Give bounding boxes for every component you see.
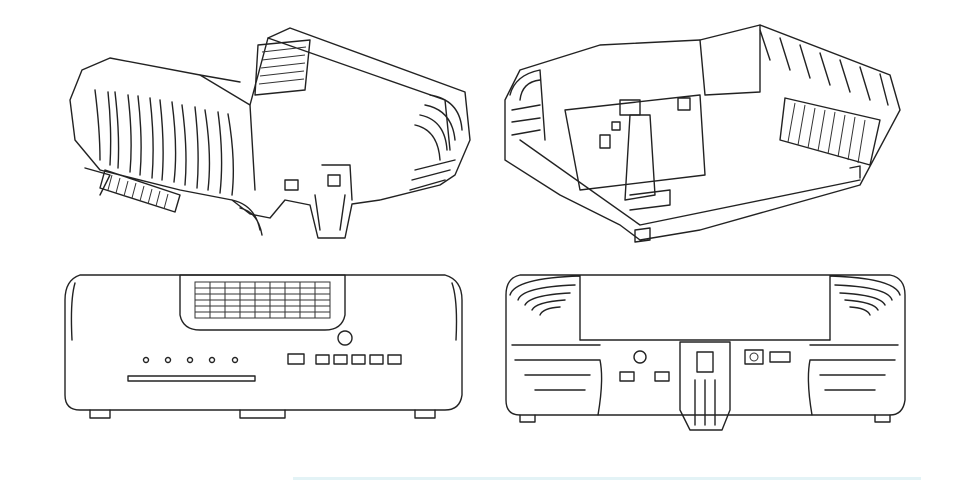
right-fins bbox=[759, 29, 889, 106]
view-perspective-front-top bbox=[69, 27, 471, 239]
feet bbox=[89, 409, 436, 419]
usb-port bbox=[654, 371, 670, 382]
port bbox=[284, 174, 341, 191]
right-fins bbox=[409, 94, 463, 191]
view-perspective-rear-bottom bbox=[504, 24, 901, 243]
power-button bbox=[337, 330, 353, 346]
indicator-leds bbox=[142, 356, 239, 364]
rear-panel bbox=[564, 94, 706, 211]
power-port bbox=[744, 349, 764, 365]
usb-port bbox=[619, 371, 635, 382]
left-bottom-fins bbox=[231, 199, 263, 236]
bottom-grille bbox=[84, 167, 181, 213]
top-vent-grille bbox=[194, 281, 331, 319]
network-port bbox=[769, 351, 791, 363]
device-outline bbox=[504, 24, 901, 241]
view-rear-elevation bbox=[505, 274, 906, 431]
top-vent bbox=[254, 39, 311, 96]
audio-port bbox=[633, 350, 647, 364]
feet bbox=[519, 414, 891, 423]
bottom-rule bbox=[293, 477, 921, 480]
device-outline bbox=[69, 27, 471, 239]
side-vent bbox=[779, 97, 881, 166]
front-ports bbox=[287, 353, 402, 365]
left-fins bbox=[509, 69, 546, 141]
left-fins bbox=[509, 275, 603, 416]
disc-slot bbox=[127, 375, 256, 382]
view-front-elevation bbox=[64, 274, 463, 419]
top-vent-cover bbox=[179, 274, 346, 331]
foot bbox=[634, 165, 861, 243]
right-fins bbox=[807, 275, 901, 416]
center-bracket bbox=[679, 341, 731, 431]
front-fins-left bbox=[94, 89, 235, 196]
top-vent-slats bbox=[258, 46, 307, 85]
device-outline bbox=[64, 274, 463, 411]
